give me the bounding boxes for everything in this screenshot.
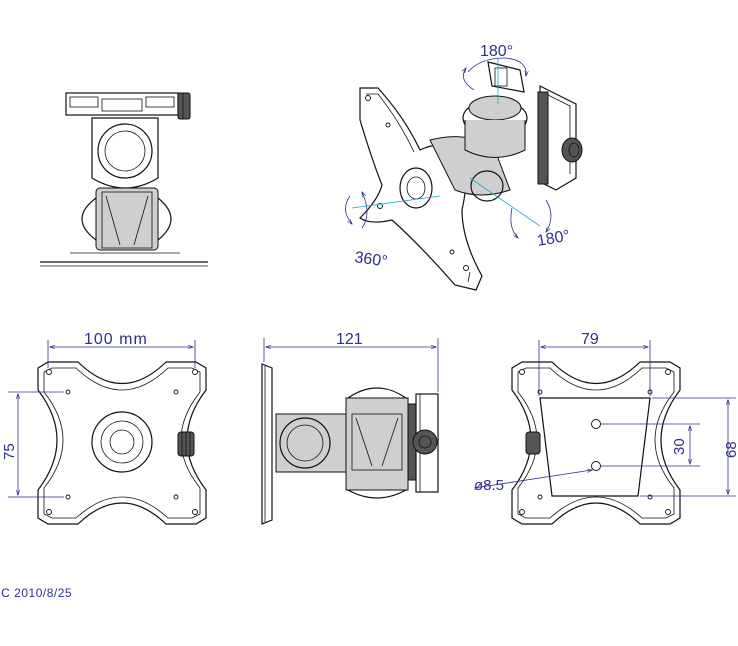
back-width-label: 79 [581,331,599,348]
front-width-label: 100 mm [84,331,148,348]
back-inner-label: 30 [671,438,688,455]
side-view: 121 [261,331,439,525]
rotation-label-right: 180° [536,227,572,249]
date-stamp: DC 2010/8/25 [0,586,72,600]
back-view: 79 68 30 ø8.5 [473,331,738,525]
hole-diameter-label: ø8.5 [474,477,504,494]
front-height-label: 75 [1,443,18,460]
front-view: 100 mm 75 [1,331,207,525]
rotation-label-top: 180° [480,43,513,60]
side-depth-label: 121 [336,331,363,348]
isometric-view: 180° 360° 180° [345,43,583,291]
rotation-label-left: 360° [353,249,388,270]
back-height-label: 68 [723,441,738,458]
top-view [40,92,208,267]
